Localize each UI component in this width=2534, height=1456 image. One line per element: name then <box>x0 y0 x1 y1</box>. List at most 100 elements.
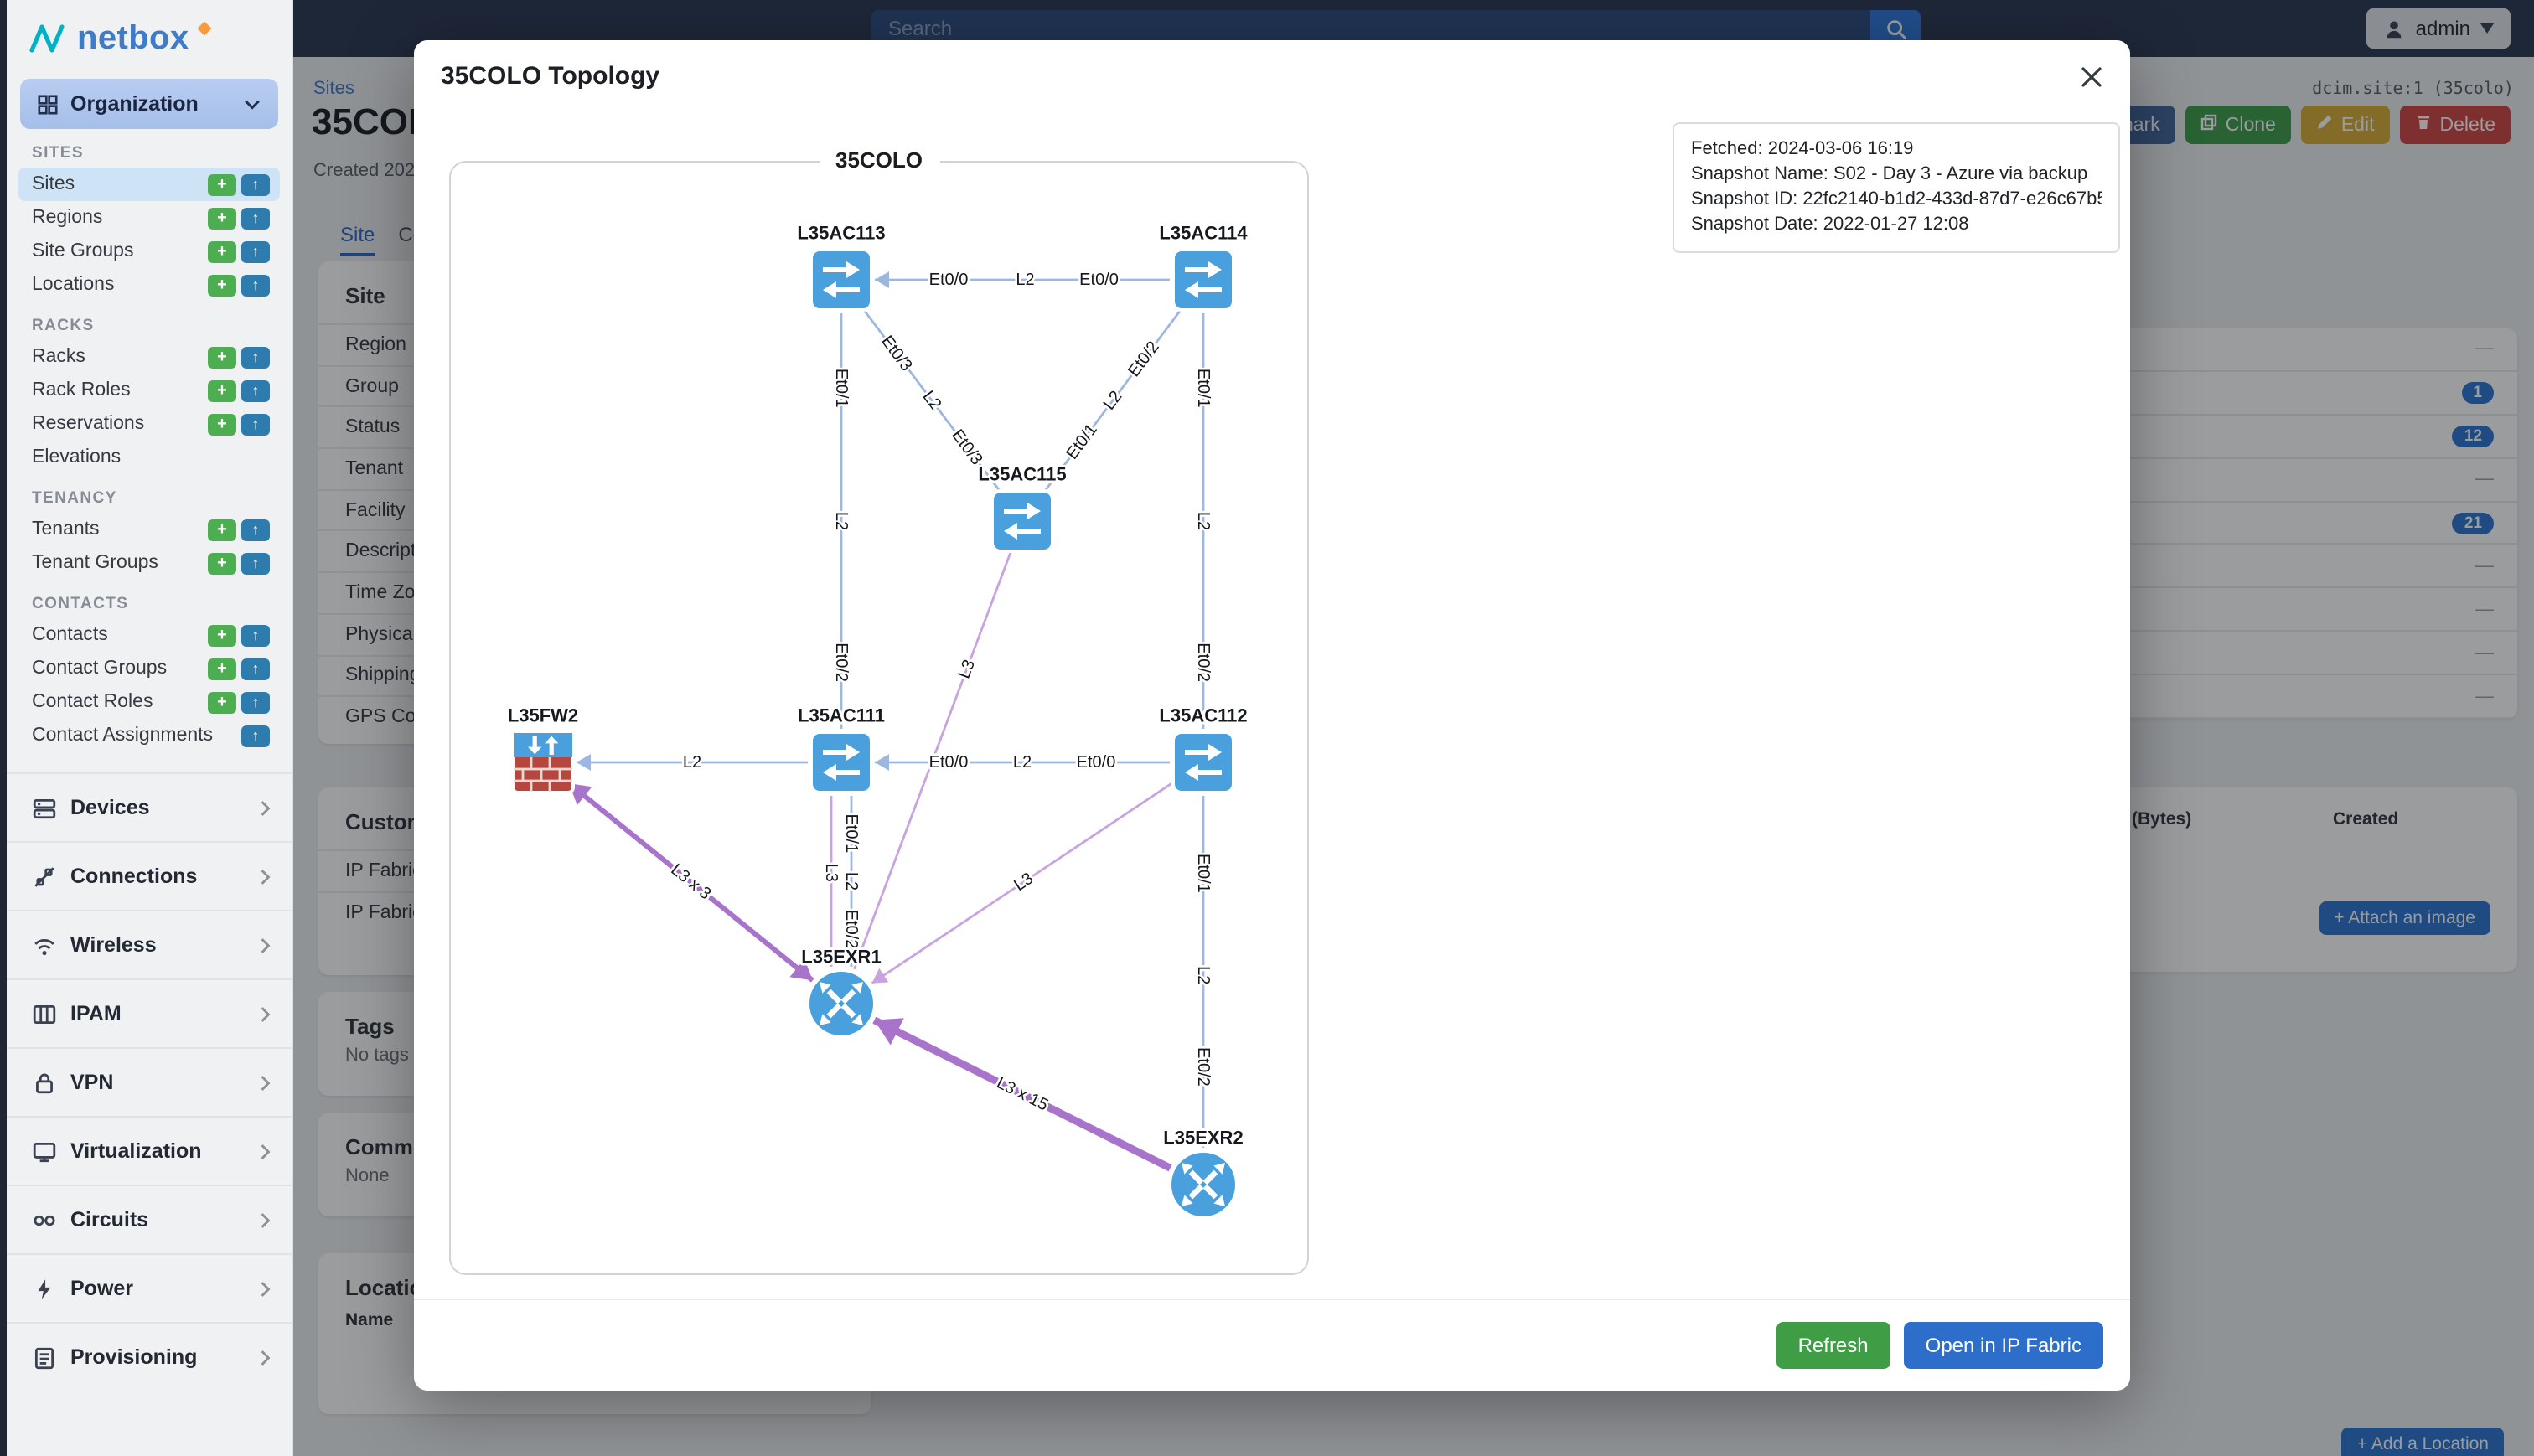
import-button[interactable]: ↑ <box>241 207 270 229</box>
import-button[interactable]: ↑ <box>241 413 270 435</box>
node-l35ac113[interactable] <box>809 248 873 312</box>
import-button[interactable]: ↑ <box>241 346 270 368</box>
add-button[interactable]: + <box>208 658 236 679</box>
add-button[interactable]: + <box>208 379 236 401</box>
add-button[interactable]: + <box>208 691 236 713</box>
item-quick-buttons: +↑ <box>208 658 270 679</box>
sidebar-item-tenants[interactable]: Tenants+↑ <box>18 513 280 546</box>
sidebar-menu-wireless[interactable]: Wireless <box>7 910 292 978</box>
import-button[interactable]: ↑ <box>241 173 270 195</box>
import-button[interactable]: ↑ <box>241 624 270 646</box>
count-badge[interactable]: 1 <box>2461 381 2494 404</box>
import-button[interactable]: ↑ <box>241 552 270 574</box>
node-l35exr1[interactable] <box>806 968 877 1039</box>
sidebar-item-contact-groups[interactable]: Contact Groups+↑ <box>18 652 280 685</box>
import-button[interactable]: ↑ <box>241 725 270 746</box>
edge-label: L2 <box>919 388 945 414</box>
add-location-button[interactable]: + Add a Location <box>2341 1428 2504 1456</box>
add-button[interactable]: + <box>208 552 236 574</box>
devices-icon <box>32 795 57 820</box>
import-button[interactable]: ↑ <box>241 519 270 540</box>
add-button[interactable]: + <box>208 624 236 646</box>
sidebar-menu-label: IPAM <box>70 1002 122 1025</box>
edge-label: Et0/0 <box>929 753 969 772</box>
count-badge[interactable]: 21 <box>2452 512 2494 534</box>
topology-canvas[interactable]: Et0/0L2Et0/0Et0/1L2Et0/2Et0/1L2Et0/2Et0/… <box>451 163 1307 1273</box>
sidebar-item-site-groups[interactable]: Site Groups+↑ <box>18 235 280 268</box>
edit-button[interactable]: Edit <box>2300 106 2390 144</box>
clone-button[interactable]: Clone <box>2185 106 2291 144</box>
sidebar-menu-vpn[interactable]: VPN <box>7 1047 292 1116</box>
sidebar-menu-power[interactable]: Power <box>7 1253 292 1322</box>
topology-edge <box>853 551 1012 970</box>
sidebar-item-locations[interactable]: Locations+↑ <box>18 268 280 302</box>
breadcrumb[interactable]: Sites <box>313 79 354 99</box>
add-button[interactable]: + <box>208 240 236 262</box>
edge-arrowhead <box>569 783 592 806</box>
node-l35ac114[interactable] <box>1171 248 1235 312</box>
sidebar-menu-circuits[interactable]: Circuits <box>7 1185 292 1253</box>
sidebar-item-sites[interactable]: Sites+↑ <box>18 168 280 201</box>
add-button[interactable]: + <box>208 207 236 229</box>
sidebar-item-contact-assignments[interactable]: Contact Assignments↑ <box>18 719 280 752</box>
chevron-down-icon <box>2480 23 2494 34</box>
add-button[interactable]: + <box>208 274 236 296</box>
sidebar-item-regions[interactable]: Regions+↑ <box>18 201 280 235</box>
import-button[interactable]: ↑ <box>241 274 270 296</box>
sidebar-item-elevations[interactable]: Elevations <box>18 441 280 474</box>
empty-value: — <box>2475 338 2494 359</box>
item-quick-buttons: +↑ <box>208 346 270 368</box>
chevron-right-icon <box>260 1073 272 1092</box>
organization-label: Organization <box>70 92 199 116</box>
node-l35fw2[interactable] <box>511 731 575 794</box>
user-menu[interactable]: admin <box>2366 8 2511 49</box>
item-quick-buttons: +↑ <box>208 552 270 574</box>
attach-image-button[interactable]: + Attach an image <box>2319 901 2490 935</box>
import-button[interactable]: ↑ <box>241 658 270 679</box>
netbox-logo[interactable]: netbox <box>7 0 292 72</box>
related-object-row: — <box>1978 675 2517 719</box>
sidebar-menu-ipam[interactable]: IPAM <box>7 978 292 1047</box>
add-button[interactable]: + <box>208 519 236 540</box>
node-l35ac115[interactable] <box>990 489 1054 553</box>
refresh-button[interactable]: Refresh <box>1776 1322 1890 1369</box>
edge-label: Et0/1 <box>1063 421 1101 463</box>
open-in-ip-fabric-button[interactable]: Open in IP Fabric <box>1903 1322 2103 1369</box>
node-l35exr2[interactable] <box>1168 1149 1239 1220</box>
topology-edge <box>577 754 808 771</box>
node-l35ac112[interactable] <box>1171 731 1235 794</box>
sidebar-menu-virtualization[interactable]: Virtualization <box>7 1116 292 1185</box>
sidebar-item-contact-roles[interactable]: Contact Roles+↑ <box>18 685 280 719</box>
edge-label: Et0/1 <box>842 814 861 854</box>
sidebar-item-racks[interactable]: Racks +↑ <box>18 340 280 374</box>
modal-title: 35COLO Topology <box>441 62 660 90</box>
sidebar-menu-devices[interactable]: Devices <box>7 772 292 841</box>
item-quick-buttons: +↑ <box>208 379 270 401</box>
add-button[interactable]: + <box>208 173 236 195</box>
edge-label: Et0/3 <box>877 333 916 375</box>
sidebar-item-reservations[interactable]: Reservations+↑ <box>18 407 280 441</box>
item-quick-buttons: +↑ <box>208 519 270 540</box>
close-icon[interactable] <box>2080 65 2103 89</box>
edge-arrowhead <box>874 1018 904 1046</box>
sidebar-menu-provisioning[interactable]: Provisioning <box>7 1322 292 1391</box>
import-button[interactable]: ↑ <box>241 379 270 401</box>
add-button[interactable]: + <box>208 413 236 435</box>
count-badge[interactable]: 12 <box>2452 425 2494 447</box>
sidebar-item-rack-roles[interactable]: Rack Roles+↑ <box>18 374 280 407</box>
node-l35ac111[interactable] <box>809 731 873 794</box>
sidebar-section-organization[interactable]: Organization <box>20 79 278 129</box>
sidebar-menu-connections[interactable]: Connections <box>7 841 292 910</box>
add-button[interactable]: + <box>208 346 236 368</box>
tab-site[interactable]: Site <box>340 223 375 256</box>
sidebar-item-tenant-groups[interactable]: Tenant Groups+↑ <box>18 546 280 580</box>
import-button[interactable]: ↑ <box>241 691 270 713</box>
chevron-right-icon <box>260 798 272 817</box>
sidebar-item-label: Racks <box>32 347 85 367</box>
delete-button[interactable]: Delete <box>2399 106 2511 144</box>
node-label: L35AC111 <box>798 705 885 726</box>
snapshot-fetched: Fetched: 2024-03-06 16:19 <box>1691 139 1914 159</box>
sidebar-item-contacts[interactable]: Contacts+↑ <box>18 618 280 652</box>
import-button[interactable]: ↑ <box>241 240 270 262</box>
